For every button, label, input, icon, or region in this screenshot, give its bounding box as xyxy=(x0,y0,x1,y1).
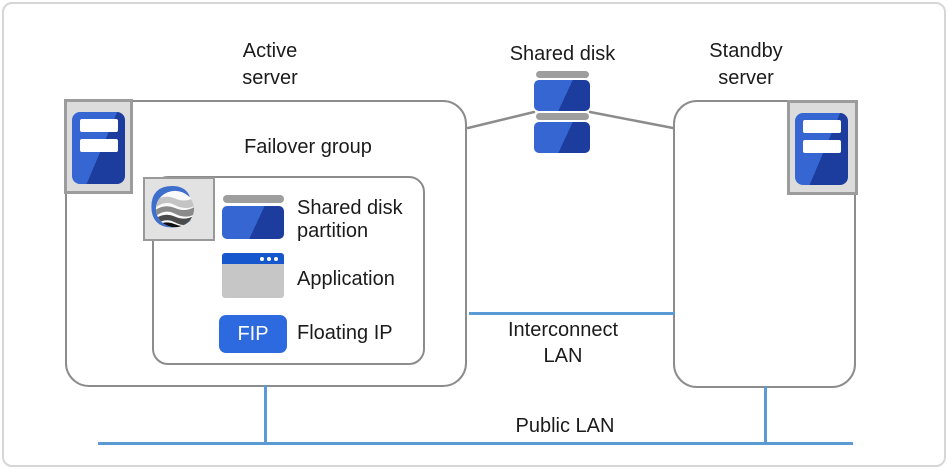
interconnect-lan-label: Interconnect LAN xyxy=(507,319,619,367)
floating-ip-label: Floating IP xyxy=(297,322,393,344)
fip-badge-text: FIP xyxy=(237,322,269,345)
window-dot-icon xyxy=(260,256,264,261)
application-label: Application xyxy=(297,268,395,290)
server-chassis xyxy=(72,112,125,184)
disk-partition-body xyxy=(222,206,284,239)
interconnect-lan-line xyxy=(469,312,675,315)
failover-group-box xyxy=(152,176,425,365)
active-server-label: Active server xyxy=(242,40,298,89)
server-slot xyxy=(80,139,118,152)
shared-disk-label: Shared disk xyxy=(509,43,616,65)
shared-disk-body-1 xyxy=(534,80,590,111)
shared-disk-cap-2 xyxy=(536,113,589,120)
server-slot xyxy=(803,140,841,153)
server-slot xyxy=(803,120,841,133)
shared-disk-cap-1 xyxy=(536,71,589,78)
standby-server-icon xyxy=(787,100,858,195)
active-public-lan-connector xyxy=(264,385,267,444)
logo-sphere-icon xyxy=(155,190,195,228)
server-chassis xyxy=(795,113,848,185)
shared-disk-body-2 xyxy=(534,122,590,153)
shared-disk-partition-label: Shared disk partition xyxy=(297,197,403,242)
expresscluster-logo-icon: G xyxy=(143,177,215,241)
disk-partition-cap xyxy=(223,195,284,203)
failover-group-label: Failover group xyxy=(244,136,372,158)
standby-server-label: Standby server xyxy=(709,40,783,89)
public-lan-label: Public LAN xyxy=(515,415,615,437)
server-slot xyxy=(80,119,118,132)
active-server-icon xyxy=(64,99,133,194)
application-title-bar xyxy=(222,253,284,264)
public-lan-line xyxy=(98,442,853,445)
fip-badge: FIP xyxy=(219,315,287,353)
window-dot-icon xyxy=(274,256,278,261)
application-window-icon xyxy=(222,253,284,298)
application-window-body xyxy=(222,264,284,298)
standby-public-lan-connector xyxy=(764,386,767,444)
window-dot-icon xyxy=(267,256,271,261)
